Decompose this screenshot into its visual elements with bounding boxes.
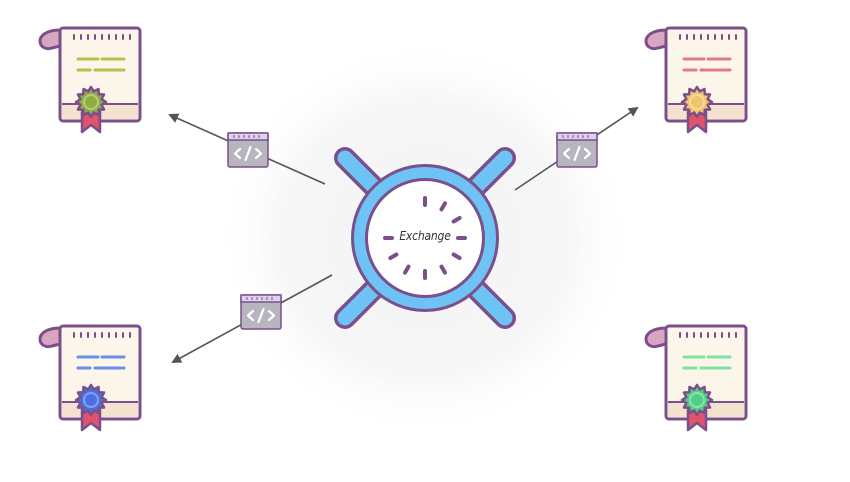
exchange-hub-icon (334, 147, 516, 329)
scroll-curl (38, 326, 62, 349)
certificates (38, 26, 748, 432)
certificate-icon-bottom-right (644, 324, 748, 432)
code-icon-top-left (227, 132, 269, 168)
spinner-dash (388, 252, 399, 260)
code-icon-top-right (556, 132, 598, 168)
spinner-dash (403, 264, 411, 275)
spinner-dash (451, 252, 462, 260)
certificate-icon-top-right (644, 26, 748, 134)
connectors (168, 106, 639, 363)
exchange-label: Exchange (399, 229, 451, 243)
spinner-dash (451, 216, 462, 224)
code-icon-bottom-left (240, 294, 282, 330)
certificate-icon-top-left (38, 26, 142, 134)
scroll-curl (644, 28, 668, 51)
scroll-curl (38, 28, 62, 51)
spinner-dash (439, 201, 447, 212)
certificate-icon-bottom-left (38, 324, 142, 432)
hub-face (368, 181, 482, 295)
scroll-curl (644, 326, 668, 349)
spinner-dash (439, 264, 447, 275)
